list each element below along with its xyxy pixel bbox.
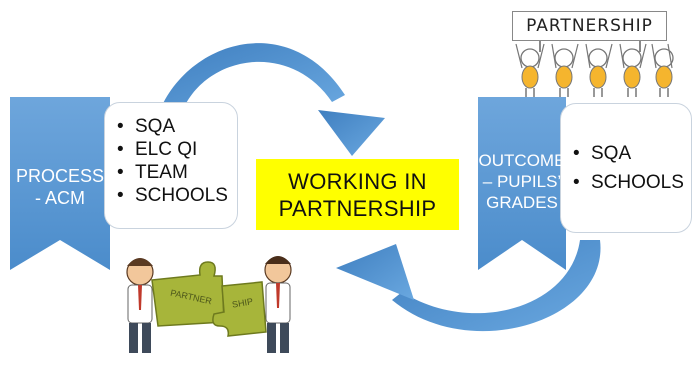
right-list: SQA SCHOOLS (567, 142, 687, 194)
right-chevron-label-line2: – PUPILS’ (482, 172, 562, 191)
center-text-line1: WORKING IN (288, 168, 427, 194)
top-curved-arrow (160, 43, 385, 156)
list-item-continuation: TEAM (111, 161, 231, 184)
left-list: SQA ELC QI TEAM SCHOOLS (111, 115, 231, 207)
left-chevron-label-line1: PROCESS (15, 166, 105, 186)
partnership-sign-text: PARTNERSHIP (526, 16, 653, 36)
people-holding-sign-illustration (515, 40, 674, 97)
working-in-partnership-box: WORKING IN PARTNERSHIP (256, 159, 459, 230)
left-chevron-label-line2: - ACM (34, 188, 85, 208)
list-item: ELC QI (111, 138, 231, 161)
puzzle-people-illustration (126, 256, 292, 353)
right-chevron-label-line3: GRADES (486, 193, 558, 212)
left-list-box: SQA ELC QI TEAM SCHOOLS (104, 102, 238, 229)
list-item: SQA (567, 142, 687, 165)
right-chevron (478, 97, 566, 270)
bottom-curved-arrow (336, 240, 601, 332)
list-item-text: TEAM (135, 162, 188, 183)
list-item: SCHOOLS (567, 171, 687, 194)
list-item: SCHOOLS (111, 184, 231, 207)
left-chevron (10, 97, 110, 270)
list-item: SQA (111, 115, 231, 138)
left-chevron-label: PROCESS - ACM (10, 165, 110, 209)
right-chevron-label-line1: OUTCOME (478, 151, 566, 170)
right-chevron-label: OUTCOME – PUPILS’ GRADES (476, 150, 568, 213)
partnership-sign: PARTNERSHIP (512, 11, 667, 41)
center-text-line2: PARTNERSHIP (278, 195, 437, 221)
right-list-box: SQA SCHOOLS (560, 103, 692, 233)
